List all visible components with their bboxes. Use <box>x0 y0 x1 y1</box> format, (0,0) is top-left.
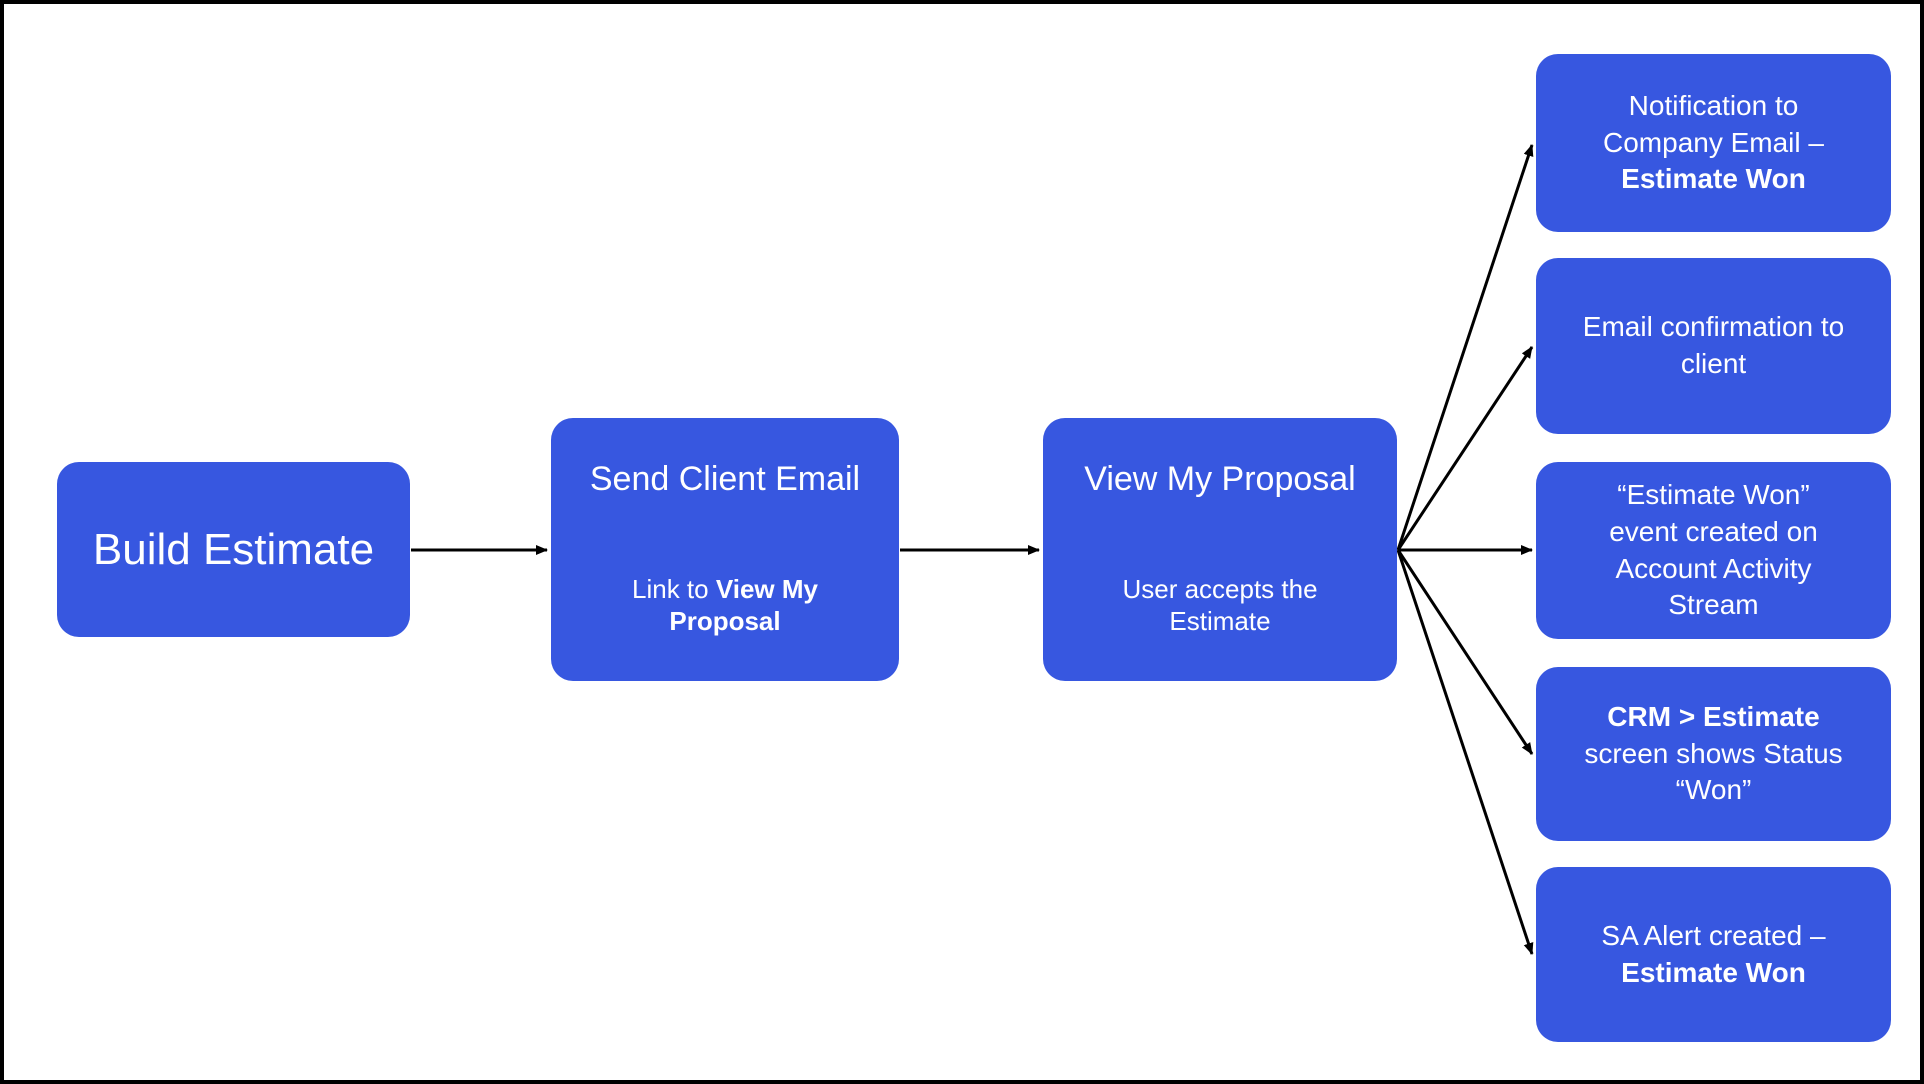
arrow-view-to-outcome-2 <box>1396 346 1534 551</box>
node-view-my-proposal: View My Proposal User accepts the Estima… <box>1043 418 1397 681</box>
arrow-view-to-outcome-1 <box>1396 144 1534 551</box>
node-outcome-email-confirmation-client: Email confirmation to client <box>1536 258 1891 434</box>
node-title: Build Estimate <box>92 525 375 574</box>
node-outcome-sa-alert-created: SA Alert created – Estimate Won <box>1536 867 1891 1042</box>
node-title: View My Proposal <box>1084 460 1356 498</box>
body-line: Estimate <box>1169 606 1271 636</box>
node-build-estimate: Build Estimate <box>57 462 410 637</box>
node-label: Notification to Company Email – Estimate… <box>1603 89 1824 195</box>
node-title: Send Client Email <box>589 460 861 498</box>
node-label: CRM > Estimate screen shows Status “Won” <box>1584 700 1843 806</box>
node-label: SA Alert created – Estimate Won <box>1601 919 1826 988</box>
node-outcome-notification-company-email: Notification to Company Email – Estimate… <box>1536 54 1891 232</box>
node-outcome-estimate-won-event: “Estimate Won” event created on Account … <box>1536 462 1891 639</box>
arrow-view-to-outcome-4 <box>1396 549 1534 755</box>
arrow-view-to-outcome-5 <box>1396 549 1534 955</box>
node-send-client-email: Send Client Email Link to View My Propos… <box>551 418 899 681</box>
node-outcome-crm-estimate-status-won: CRM > Estimate screen shows Status “Won” <box>1536 667 1891 841</box>
node-body: User accepts the Estimate <box>1122 573 1317 638</box>
node-label: “Estimate Won” event created on Account … <box>1609 478 1818 621</box>
body-line: User accepts the <box>1122 573 1318 604</box>
body-line: Proposal <box>669 606 781 636</box>
node-label: Email confirmation to client <box>1582 311 1845 379</box>
body-line: Link to View My <box>632 573 818 604</box>
connector-arrows <box>411 144 1534 955</box>
node-body: Link to View My Proposal <box>632 573 818 638</box>
